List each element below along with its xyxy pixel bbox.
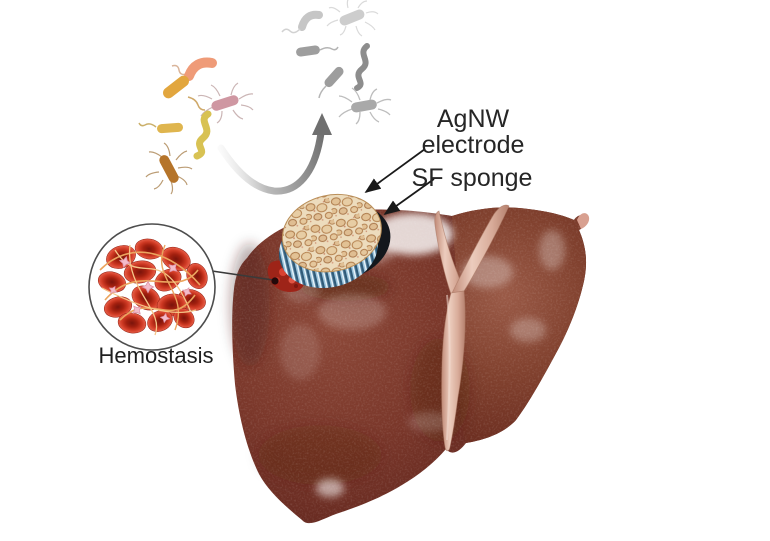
yellow-spiral-bacterium-icon bbox=[193, 110, 212, 160]
hemostasis-pointer bbox=[211, 270, 279, 285]
sponge-disc bbox=[278, 193, 391, 289]
salmon-bacterium-icon bbox=[171, 57, 217, 81]
sf-sponge-label: SF sponge bbox=[412, 164, 533, 192]
agnw-electrode-label-line1: AgNW bbox=[437, 105, 510, 133]
pink-bacterium-icon bbox=[197, 82, 254, 124]
colored-bacteria-group bbox=[138, 57, 254, 195]
brown-bacterium-icon bbox=[145, 142, 193, 195]
repel-arrow-icon bbox=[217, 113, 332, 195]
hemostasis-label: Hemostasis bbox=[99, 343, 214, 368]
agnw-electrode-label-line2: electrode bbox=[422, 131, 525, 159]
sf-pointer-arrow bbox=[383, 178, 435, 216]
gray-bacterium-flagellated2-icon bbox=[338, 87, 392, 125]
hemostasis-inset: Hemostasis bbox=[88, 223, 216, 368]
gray-bacterium-comma-icon bbox=[281, 10, 323, 34]
gray-bacterium-spiral-icon bbox=[354, 43, 370, 91]
hemostasis-pointer-line bbox=[211, 270, 274, 281]
hemostasis-pointer-dot bbox=[271, 277, 279, 285]
gray-bacteria-group bbox=[281, 0, 392, 125]
gray-bacterium-rod-icon bbox=[296, 45, 339, 57]
gray-bacterium-flagellated-icon bbox=[326, 0, 379, 37]
orange-bacterium-icon bbox=[163, 75, 206, 111]
liver-tip bbox=[577, 213, 590, 229]
sponge-top-surface bbox=[281, 193, 382, 273]
falciform-ligament bbox=[434, 204, 510, 452]
agnw-pointer-arrow bbox=[364, 148, 426, 194]
yellow-rod-bacterium-icon bbox=[138, 122, 183, 134]
fibrin-strands bbox=[99, 244, 201, 336]
gray-bacterium-tilted-rod-icon bbox=[318, 66, 344, 99]
